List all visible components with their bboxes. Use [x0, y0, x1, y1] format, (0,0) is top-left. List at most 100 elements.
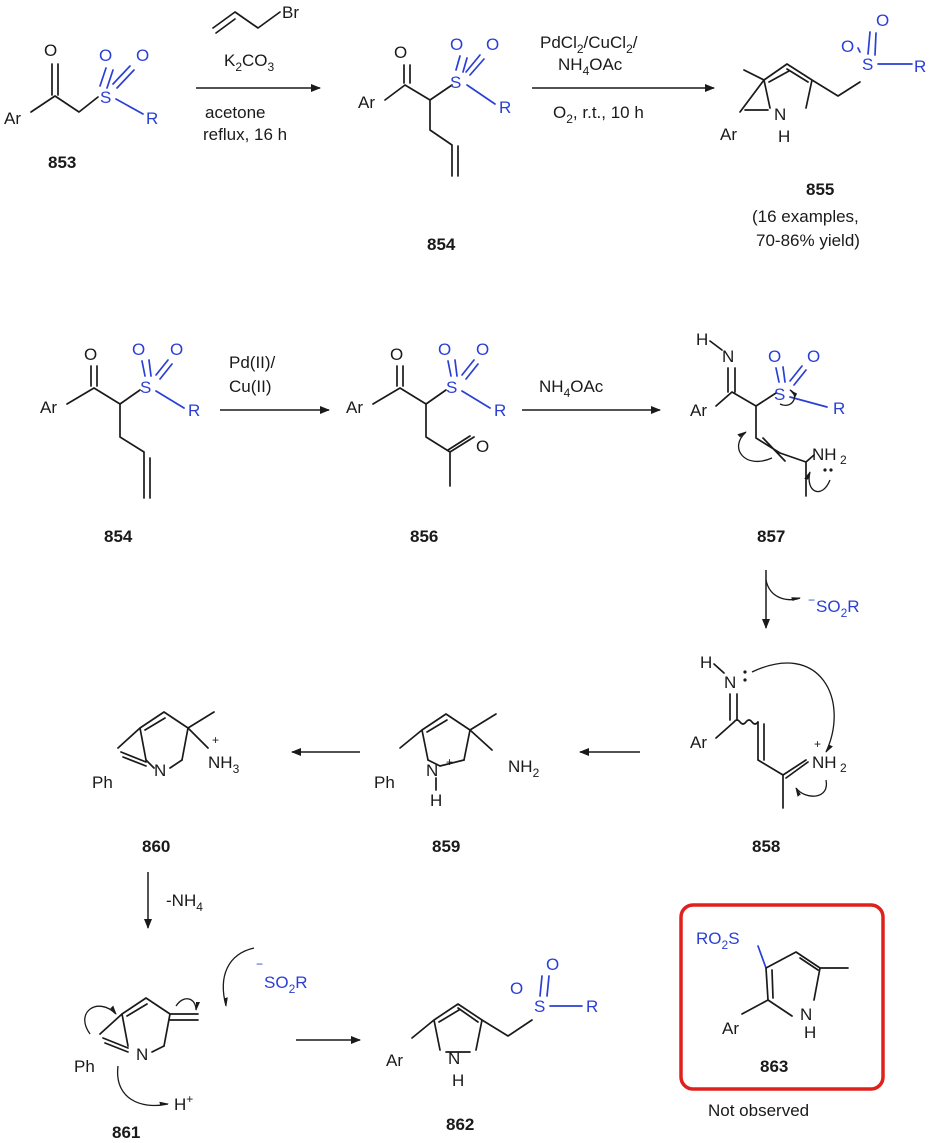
cat-cu: /CuCl: [584, 33, 627, 52]
atom-nh: NH: [812, 445, 837, 464]
sub: 2: [626, 42, 633, 56]
charge: +: [814, 737, 821, 751]
atom-o: O: [438, 340, 451, 359]
atom-s: S: [450, 73, 461, 92]
lone-pair: [743, 670, 747, 674]
curly-arrow: [117, 1065, 169, 1107]
compound-854-mechanism: Ar O S O O R 854: [40, 340, 200, 546]
compound-862: N H Ar S O O R 862: [386, 955, 598, 1134]
bond: [757, 721, 809, 809]
atom-nh: NH: [812, 753, 837, 772]
charge: +: [446, 755, 453, 769]
atom-ar: Ar: [386, 1051, 403, 1070]
bond: [857, 31, 913, 65]
compound-label-857: 857: [757, 527, 785, 546]
atom-r: R: [833, 399, 845, 418]
not-observed-label: Not observed: [708, 1101, 809, 1120]
svg-text:PdCl2/CuCl2/: PdCl2/CuCl2/: [540, 33, 638, 56]
atom-s: S: [774, 385, 785, 404]
svg-text:H+: H+: [174, 1092, 193, 1114]
bond: [765, 951, 849, 1017]
atom-r: R: [499, 98, 511, 117]
bond: [372, 365, 475, 487]
atom-r: R: [146, 109, 158, 128]
curly-arrow: [779, 389, 798, 406]
sub: 4: [583, 64, 590, 78]
atom-o: O: [841, 37, 854, 56]
svg-text:-NH4: -NH4: [166, 891, 203, 914]
compound-857: H N Ar NH 2 S O O R 857: [690, 330, 847, 546]
compound-label-858: 858: [752, 837, 780, 856]
curly-arrow: [175, 998, 200, 1011]
curly-arrow: [795, 779, 827, 797]
nh: NH: [558, 55, 583, 74]
atom-ar: Ar: [720, 125, 737, 144]
atom-ph: Ph: [74, 1057, 95, 1076]
curly-arrow: [222, 947, 255, 1007]
atom-n: N: [774, 105, 786, 124]
rt: , r.t., 10 h: [573, 103, 644, 122]
mech-step-b: NH4OAc: [522, 377, 661, 414]
bond: [775, 365, 828, 408]
atom-br: Br: [282, 3, 299, 22]
compound-label-862: 862: [446, 1115, 474, 1134]
atom-r: R: [914, 57, 926, 76]
sub: 2: [577, 42, 584, 56]
oac: OAc: [589, 55, 623, 74]
svg-text:RO2S: RO2S: [696, 929, 740, 952]
scope-examples: (16 examples,: [752, 207, 859, 226]
solvent-label: acetone: [205, 103, 266, 122]
compound-861: N Ph H+ − SO2R 861: [74, 947, 308, 1142]
sub: 2: [289, 982, 296, 996]
step1-reagents: Br K2CO3 acetone reflux, 16 h: [196, 3, 321, 144]
atom-h: H: [430, 791, 442, 810]
atom-o: O: [476, 437, 489, 456]
compound-855: N H Ar S O O R 855 (16 examples, 70-86% …: [720, 11, 926, 250]
bond: [141, 359, 185, 409]
cond-cu: Cu(II): [229, 377, 272, 396]
compound-label-856: 856: [410, 527, 438, 546]
atom-ar: Ar: [40, 398, 57, 417]
compound-854-top: Ar O S O O R 854: [358, 35, 511, 254]
lone-pair: [829, 468, 833, 472]
compound-label-855: 855: [806, 180, 834, 199]
atom-n: N: [800, 1005, 812, 1024]
atom-r: R: [188, 401, 200, 420]
atom-ar: Ar: [4, 109, 21, 128]
compound-856: Ar O O S O O R 856: [346, 340, 506, 546]
compound-853: Ar O S O O R 853: [4, 41, 158, 172]
atom-o: O: [99, 46, 112, 65]
atom-s: S: [862, 55, 873, 74]
atom-o: O: [170, 340, 183, 359]
atom-ph: Ph: [92, 773, 113, 792]
bond: [447, 359, 491, 409]
svg-text:SO2R: SO2R: [816, 597, 860, 620]
atom-h: H: [700, 653, 712, 672]
wavy-bond: [733, 719, 759, 725]
bond: [741, 999, 769, 1015]
o2: O: [553, 103, 566, 122]
bond: [99, 997, 199, 1047]
bond: [757, 945, 767, 969]
compound-label-854: 854: [427, 235, 456, 254]
atom-h: H: [696, 330, 708, 349]
nh4: -NH: [166, 891, 196, 910]
compound-label-854: 854: [104, 527, 133, 546]
svg-text:K2CO3: K2CO3: [224, 51, 275, 74]
step2-reagents: PdCl2/CuCl2/ NH4OAc O 2 , r.t., 10 h: [532, 33, 715, 126]
atom-o: O: [807, 347, 820, 366]
atom-h: H: [804, 1023, 816, 1042]
cat-pd: PdCl: [540, 33, 577, 52]
atom-ar: Ar: [358, 93, 375, 112]
bond: [99, 65, 144, 115]
atom-r: R: [586, 997, 598, 1016]
bond: [411, 1003, 533, 1051]
atom-n: N: [722, 347, 734, 366]
compound-label-860: 860: [142, 837, 170, 856]
atom-o: O: [486, 35, 499, 54]
mech-elimination: − SO2R: [762, 570, 860, 629]
compound-label-853: 853: [48, 153, 76, 172]
sub: 2: [840, 453, 847, 467]
temp-label: reflux, 16 h: [203, 125, 287, 144]
